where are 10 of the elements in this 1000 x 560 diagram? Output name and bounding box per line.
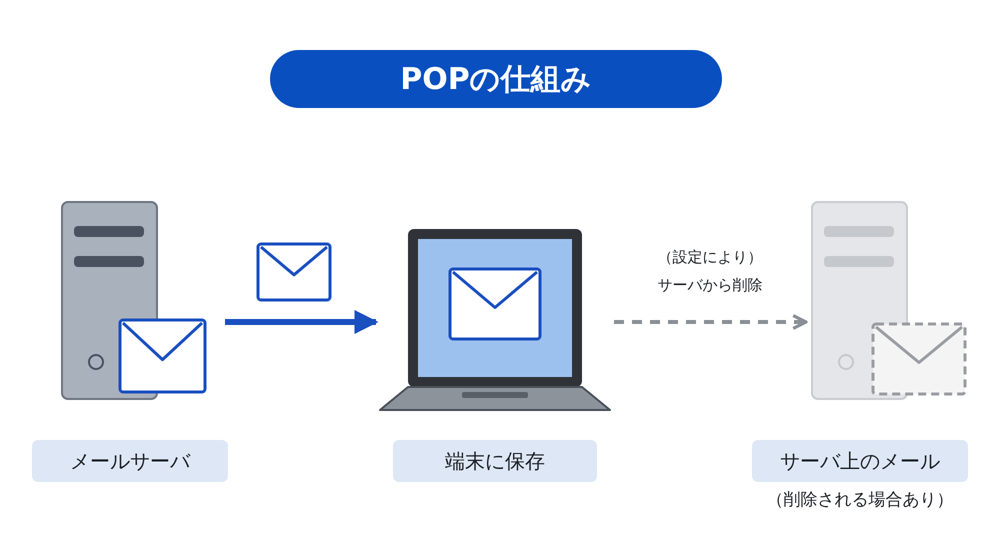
title-banner: POPの仕組み: [270, 50, 722, 108]
note-text: （削除される場合あり）: [766, 489, 954, 511]
arrow: [614, 314, 808, 330]
label-box: 端末に保存: [393, 440, 597, 482]
server-drawing: [60, 200, 208, 402]
laptop-drawing: [378, 226, 612, 414]
label-box: サーバ上のメール: [752, 440, 968, 482]
label-box: メールサーバ: [32, 440, 228, 482]
arrow: [225, 310, 378, 334]
server-drawing: [810, 200, 968, 402]
